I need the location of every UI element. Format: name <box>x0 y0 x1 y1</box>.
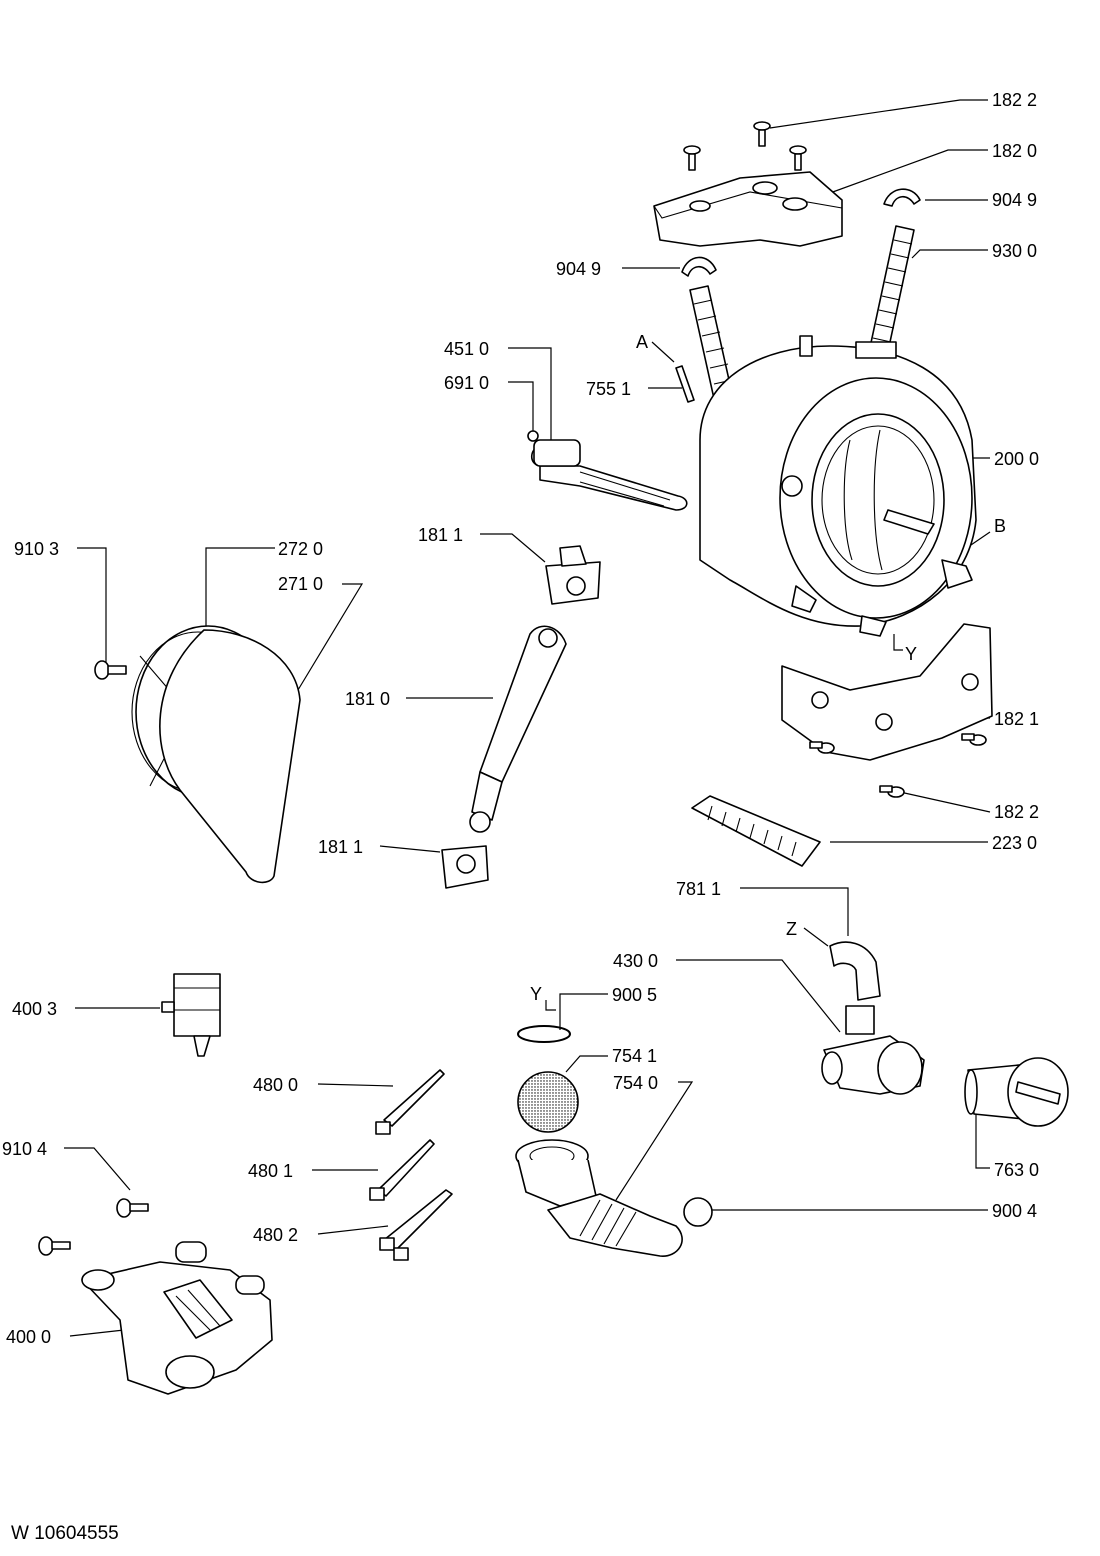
callout-272-0: 272 0 <box>278 539 323 559</box>
counterweight-bottom-part-182-1 <box>781 623 993 761</box>
leader-lines <box>64 99 991 1337</box>
leader-763-0 <box>975 1108 990 1169</box>
leader-271-0 <box>297 583 364 691</box>
callout-900-5: 900 5 <box>612 985 657 1005</box>
leader-781-1 <box>740 887 849 936</box>
leader-480-2 <box>317 1225 389 1235</box>
leader-Z <box>803 927 829 947</box>
screw-part-910-4 <box>38 1198 149 1256</box>
callout-223-0: 223 0 <box>992 833 1037 853</box>
screw-part-182-2-top <box>683 121 807 171</box>
leader-430-0 <box>676 959 841 1033</box>
callout-271-0: 271 0 <box>278 574 323 594</box>
callout-754-1: 754 1 <box>612 1046 657 1066</box>
callout-Z: Z <box>786 919 797 939</box>
callout-182-1: 182 1 <box>994 709 1039 729</box>
callout-400-3: 400 3 <box>12 999 57 1019</box>
callout-Y-ring: Y <box>530 984 542 1004</box>
callout-781-1: 781 1 <box>676 879 721 899</box>
leader-400-0 <box>69 1329 125 1337</box>
leader-930-0 <box>911 249 988 259</box>
damper-part-181-0 <box>469 625 567 833</box>
leader-272-0 <box>205 547 275 628</box>
leader-181-1-bottom <box>379 845 441 853</box>
clamp-part-900-4 <box>683 1197 713 1227</box>
leader-480-0 <box>317 1083 394 1087</box>
leader-451-0 <box>508 347 552 442</box>
leader-900-5 <box>559 993 608 1030</box>
callout-910-4: 910 4 <box>2 1139 47 1159</box>
callout-691-0: 691 0 <box>444 373 489 393</box>
callout-480-0: 480 0 <box>253 1075 298 1095</box>
callout-480-1: 480 1 <box>248 1161 293 1181</box>
callout-B: B <box>994 516 1006 536</box>
leader-182-2-top <box>769 99 988 129</box>
callout-181-0: 181 0 <box>345 689 390 709</box>
leader-691-0 <box>508 381 534 431</box>
callout-181-1-bottom: 181 1 <box>318 837 363 857</box>
bracket-part-181-1-top <box>545 545 601 605</box>
callout-904-9-right: 904 9 <box>992 190 1037 210</box>
screw-part-480-1 <box>369 1139 435 1201</box>
heater-part-451-0 <box>527 430 688 511</box>
callout-755-1: 755 1 <box>586 379 631 399</box>
callout-900-4: 900 4 <box>992 1201 1037 1221</box>
callout-182-2-bottom: 182 2 <box>994 802 1039 822</box>
leader-754-0 <box>615 1081 694 1201</box>
sensor-part-691-0 <box>527 430 539 442</box>
callout-181-1-top: 181 1 <box>418 525 463 545</box>
module-part-400-3 <box>161 973 221 1057</box>
counterweight-top-part-182-0 <box>653 171 843 247</box>
document-id: W 10604555 <box>11 1523 119 1544</box>
leader-182-0 <box>829 149 988 194</box>
leader-181-1-top <box>480 533 546 563</box>
callout-labels: 182 2 182 0 904 9 930 0 904 9 451 0 691 … <box>2 90 1039 1347</box>
screw-part-182-2-bottom <box>809 733 987 798</box>
leader-182-2-bottom <box>899 791 991 813</box>
strip-part-223-0 <box>691 795 821 867</box>
leader-910-4 <box>64 1147 131 1191</box>
leader-Y-ring <box>545 1000 556 1011</box>
leader-Y-drum <box>893 634 903 651</box>
callout-Y-drum: Y <box>905 644 917 664</box>
hose-clip-part-904-9-right <box>883 188 921 207</box>
tub-part-200-0 <box>699 335 977 637</box>
callout-480-2: 480 2 <box>253 1225 298 1245</box>
callout-430-0: 430 0 <box>613 951 658 971</box>
callout-400-0: 400 0 <box>6 1327 51 1347</box>
callout-200-0: 200 0 <box>994 449 1039 469</box>
hose-elbow-part-781-1 <box>829 941 881 1001</box>
motor-part-400-0 <box>81 1241 273 1395</box>
pump-part-430-0 <box>821 1005 925 1095</box>
callout-182-0: 182 0 <box>992 141 1037 161</box>
belt-part-271-0 <box>159 629 301 884</box>
screw-part-480-0 <box>375 1069 445 1135</box>
sump-hose-part-754-0 <box>515 1139 683 1257</box>
bracket-part-181-1-bottom <box>441 845 489 889</box>
leader-754-1 <box>565 1055 608 1073</box>
parts <box>38 121 1069 1395</box>
callout-451-0: 451 0 <box>444 339 489 359</box>
callout-930-0: 930 0 <box>992 241 1037 261</box>
ring-part-900-5 <box>517 1025 571 1043</box>
ball-part-754-1 <box>517 1071 579 1133</box>
screw-part-480-2 <box>379 1189 453 1261</box>
leader-A <box>651 341 675 363</box>
hose-clip-part-904-9-left <box>681 256 717 277</box>
filter-part-763-0 <box>964 1057 1069 1127</box>
callout-763-0: 763 0 <box>994 1160 1039 1180</box>
pin-part-755-1 <box>675 365 695 403</box>
callout-A: A <box>636 332 648 352</box>
callout-182-2-top: 182 2 <box>992 90 1037 110</box>
callout-904-9-left: 904 9 <box>556 259 601 279</box>
leader-910-3 <box>77 547 107 665</box>
callout-910-3: 910 3 <box>14 539 59 559</box>
callout-754-0: 754 0 <box>613 1073 658 1093</box>
screw-part-910-3 <box>94 660 127 680</box>
